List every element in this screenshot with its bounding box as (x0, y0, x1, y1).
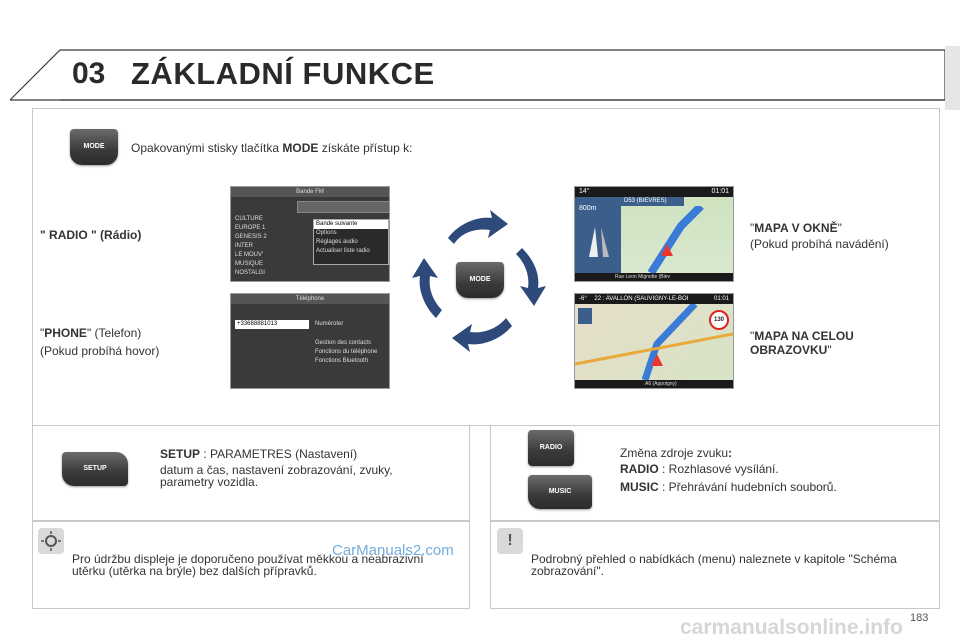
lane-arrows-icon (589, 227, 609, 257)
map-window-screen: 14° 01:01 800m D53 (BIEVRES) Rue Leon Mi… (574, 186, 734, 282)
phone-quote-open: " (40, 326, 45, 340)
source-music-rest: : Přehrávání hudebních souborů. (658, 480, 837, 494)
full-route-icon (575, 304, 733, 380)
radio-menu-item: Réglages audio (316, 239, 358, 245)
lightbulb-icon (38, 528, 64, 554)
radio-station: MUSIQUE (235, 261, 264, 267)
phone-mode-sub: (Pokud probíhá hovor) (40, 344, 160, 358)
map-window-quote-close: " (837, 221, 842, 235)
radio-options-menu: Bande suivante Options Réglages audio Ac… (313, 219, 389, 265)
page-title: ZÁKLADNÍ FUNKCE (131, 56, 435, 91)
map-full-quote-open: " (750, 329, 755, 343)
mode-button-image: MODE (70, 129, 118, 165)
radio-station: NOSTALGI (235, 270, 265, 276)
phone-menu-item: Fonctions du téléphone (315, 349, 378, 355)
radio-screen-back (297, 201, 389, 213)
radio-screen-title: Bande FM (231, 187, 389, 197)
setup-title-rest: : PARAMETRES (Nastavení) (200, 447, 358, 461)
map-window-label: "MAPA V OKNĚ" (750, 221, 842, 235)
map-full-temp: -6° (579, 296, 587, 302)
map-window-distance: 800m (579, 205, 597, 212)
radio-button-image: RADIO (528, 430, 574, 466)
source-heading: Změna zdroje zvuku: (620, 446, 732, 460)
map-full-time: 01:01 (713, 296, 729, 302)
tip-panel (32, 521, 470, 609)
mode-cycle-arrows (412, 210, 546, 352)
map-full-road: 22 : AVALLON (SAUVIGNY-LE-BOI (594, 296, 689, 302)
map-full-statusbar: -6° 22 : AVALLON (SAUVIGNY-LE-BOI 01:01 (575, 294, 733, 304)
phone-mode-label: "PHONE" (Telefon) (40, 326, 141, 340)
radio-menu-item: Actualiser liste radio (316, 248, 370, 254)
radio-menu-item: Options (316, 230, 337, 236)
radio-station-list: CULTURE EUROPE 1 GENESIS 2 INTER LE MOUV… (235, 215, 295, 278)
map-window-time: 01:01 (711, 188, 729, 195)
map-full-label: "MAPA NA CELOU OBRAZOVKU" (750, 329, 880, 357)
header-frame (9, 46, 960, 110)
music-button-image: MUSIC (528, 475, 592, 509)
setup-button-image: SETUP (62, 452, 128, 486)
map-window-sub: (Pokud probíhá navádění) (750, 237, 889, 251)
map-full-quote-close: " (827, 343, 832, 357)
exclamation-icon: ! (497, 528, 523, 554)
map-window-guidance: 800m (575, 197, 621, 273)
radio-station: EUROPE 1 (235, 225, 266, 231)
map-full-label-bold: MAPA NA CELOU OBRAZOVKU (750, 329, 854, 357)
map-window-map: D53 (BIEVRES) (621, 197, 733, 276)
map-window-quote-open: " (750, 221, 755, 235)
arrow-right-icon (516, 248, 546, 306)
chapter-number: 03 (72, 57, 106, 90)
note-panel (490, 521, 940, 609)
radio-screen: Bande FM CULTURE EUROPE 1 GENESIS 2 INTE… (230, 186, 390, 282)
radio-station: LE MOUV' (235, 252, 264, 258)
phone-screen: Téléphone +33688881013 Numéroter Gestion… (230, 293, 390, 389)
phone-menu-item: Numéroter (315, 321, 344, 327)
tip-text: Pro údržbu displeje je doporučeno použív… (72, 552, 424, 578)
source-radio-rest: : Rozhlasové vysílání. (658, 462, 779, 476)
source-music-bold: MUSIC (620, 480, 659, 494)
note-text: Podrobný přehled o nabídkách (menu) nale… (531, 552, 897, 578)
turn-arrow-icon (578, 308, 592, 324)
arrow-top-icon (448, 210, 508, 244)
watermark-carmanuals: CarManuals2.com (332, 542, 454, 559)
setup-title-bold: SETUP (160, 447, 201, 461)
phone-menu-item: Gestion des contacts (315, 340, 372, 346)
map-window-road: D53 (BIEVRES) (621, 197, 684, 206)
phone-screen-title: Téléphone (231, 294, 389, 304)
radio-menu-item: Bande suivante (314, 220, 388, 229)
route-icon (647, 203, 704, 276)
setup-title: SETUP : PARAMETRES (Nastavení) (160, 447, 357, 461)
phone-label-rest: " (Telefon) (86, 326, 142, 340)
map-full-screen: -6° 22 : AVALLON (SAUVIGNY-LE-BOI 01:01 … (574, 293, 734, 389)
watermark-footer: carmanualsonline.info (680, 616, 903, 639)
intro-text: Opakovanými stisky tlačítka MODE získáte… (131, 141, 412, 155)
intro-text-after: získáte přístup k: (318, 141, 413, 155)
map-full-bottom: A6 (Appoigny) (575, 380, 733, 388)
radio-station: GENESIS 2 (235, 234, 267, 240)
radio-station: INTER (235, 243, 253, 249)
page-number: 183 (910, 612, 929, 624)
map-window-label-bold: MAPA V OKNĚ (754, 221, 838, 235)
phone-number: +33688881013 (235, 320, 309, 329)
intro-text-before: Opakovanými stisky tlačítka (131, 141, 283, 155)
radio-station: CULTURE (235, 216, 263, 222)
source-music: MUSIC : Přehrávání hudebních souborů. (620, 480, 837, 494)
source-heading-colon: : (728, 446, 733, 460)
arrow-bottom-icon (452, 318, 512, 352)
map-window-temp: 14° (579, 188, 590, 195)
source-radio-bold: RADIO (620, 462, 659, 476)
setup-desc: datum a čas, nastavení zobrazování, zvuk… (160, 463, 393, 489)
source-radio: RADIO : Rozhlasové vysílání. (620, 462, 779, 476)
source-heading-text: Změna zdroje zvuku (620, 446, 729, 460)
radio-mode-label: " RADIO " (Rádio) (40, 228, 142, 242)
phone-label-bold: PHONE (44, 326, 87, 340)
phone-menu-item: Fonctions Bluetooth (315, 358, 369, 364)
map-window-statusbar: 14° 01:01 (575, 187, 733, 197)
speed-limit-sign: 130 (709, 310, 729, 330)
intro-text-bold: MODE (282, 141, 319, 155)
arrow-left-icon (412, 258, 442, 318)
map-window-bottom: Rue Leon Mignotte (Biev (575, 273, 733, 281)
mode-center-button: MODE (456, 262, 504, 298)
phone-menu: Numéroter Gestion des contacts Fonctions… (315, 320, 387, 366)
